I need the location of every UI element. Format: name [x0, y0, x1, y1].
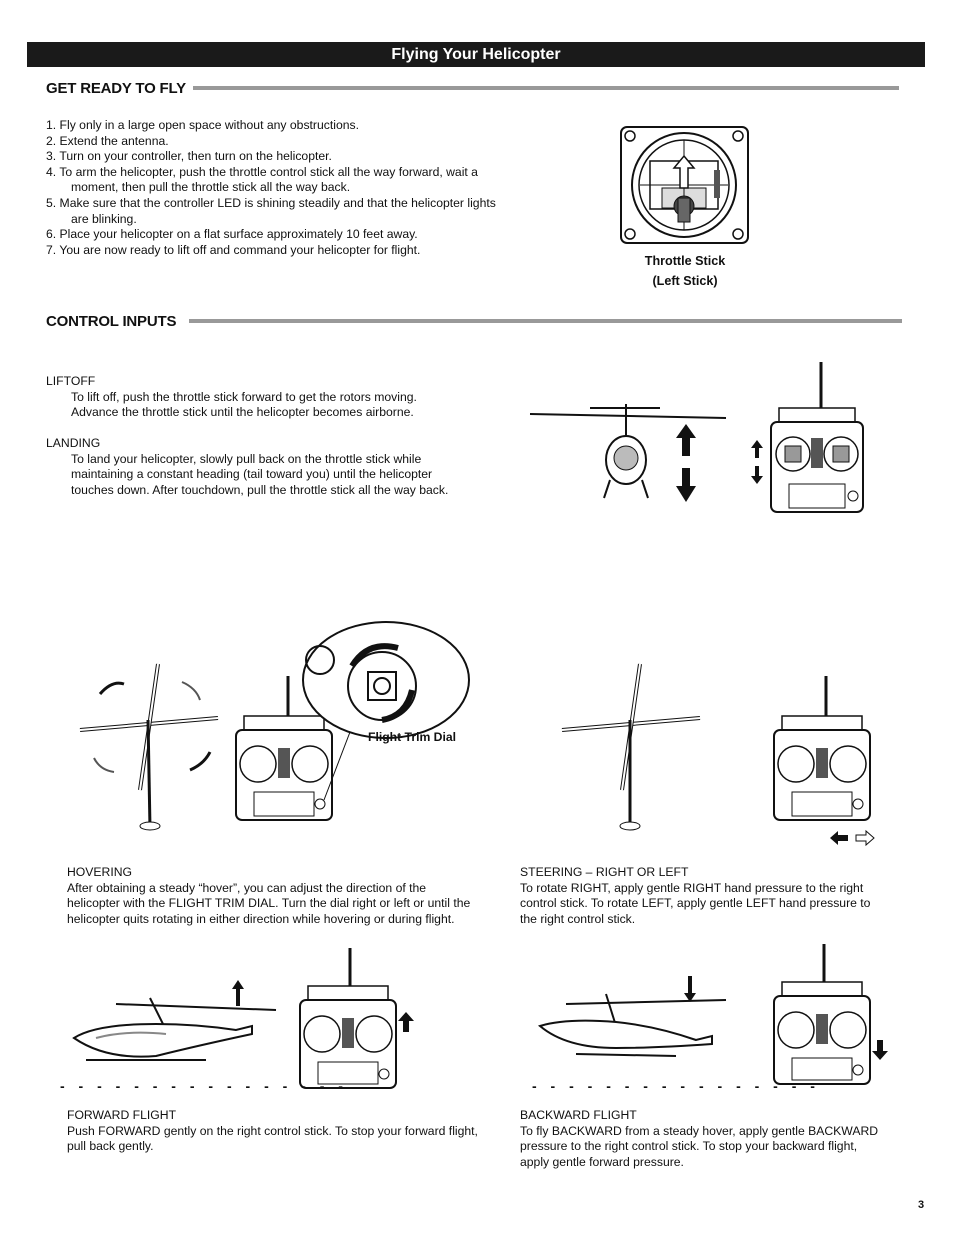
forward-block: FORWARD FLIGHT Push FORWARD gently on th…	[67, 1108, 487, 1155]
controller-illustration	[770, 362, 864, 513]
small-down-arrow-icon	[872, 1040, 888, 1060]
liftoff-block: LIFTOFF To lift off, push the throttle s…	[46, 374, 506, 421]
throttle-caption: Throttle Stick (Left Stick)	[620, 251, 750, 291]
left-right-arrows-icon	[830, 829, 875, 847]
small-up-arrow-icon	[398, 1012, 414, 1032]
helicopter-top-view-hover	[79, 663, 219, 831]
forward-dashed-line: - - - - - - - - - - - - - - - -	[60, 1078, 348, 1094]
step-5: 5. Make sure that the controller LED is …	[46, 195, 496, 226]
ready-steps-list: 1. Fly only in a large open space withou…	[46, 118, 506, 258]
page-banner: Flying Your Helicopter	[27, 42, 925, 67]
heading-rule	[193, 86, 899, 90]
forward-line1: Push FORWARD gently on the right control…	[67, 1123, 478, 1138]
backward-line2: pressure to the right control stick. To …	[520, 1139, 858, 1154]
landing-block: LANDING To land your helicopter, slowly …	[46, 436, 506, 498]
flight-trim-dial-label: Flight Trim Dial	[368, 730, 457, 744]
landing-line1: To land your helicopter, slowly pull bac…	[71, 451, 422, 466]
step-7: 7. You are now ready to lift off and com…	[46, 242, 421, 257]
hovering-title: HOVERING	[67, 865, 133, 879]
hovering-line2: helicopter with the FLIGHT TRIM DIAL. Tu…	[67, 896, 471, 911]
steering-line1: To rotate RIGHT, apply gentle RIGHT hand…	[520, 880, 864, 895]
liftoff-title: LIFTOFF	[46, 374, 96, 388]
steering-line2: control stick. To rotate LEFT, apply gen…	[520, 896, 871, 911]
backward-dashed-line: - - - - - - - - - - - - - - - -	[532, 1078, 820, 1094]
controller-illustration	[773, 944, 871, 1085]
forward-title: FORWARD FLIGHT	[67, 1108, 177, 1122]
helicopter-side-forward	[72, 997, 277, 1061]
helicopter-front-illustration	[529, 404, 727, 499]
backward-title: BACKWARD FLIGHT	[520, 1108, 637, 1122]
step-2: 2. Extend the antenna.	[46, 133, 169, 148]
backward-line3: apply gentle forward pressure.	[520, 1154, 684, 1169]
throttle-caption-line2: (Left Stick)	[652, 274, 718, 288]
step-6: 6. Place your helicopter on a flat surfa…	[46, 227, 418, 242]
step-1: 1. Fly only in a large open space withou…	[46, 118, 359, 132]
get-ready-heading: GET READY TO FLY	[46, 80, 186, 97]
hovering-block: HOVERING After obtaining a steady “hover…	[67, 865, 487, 927]
throttle-caption-line1: Throttle Stick	[644, 254, 726, 268]
forward-line2: pull back gently.	[67, 1139, 154, 1154]
helicopter-side-backward	[537, 993, 727, 1057]
up-down-arrows-icon	[676, 424, 696, 502]
landing-line2: maintaining a constant heading (tail tow…	[71, 467, 433, 482]
control-inputs-heading: CONTROL INPUTS	[46, 313, 177, 330]
controller-illustration	[773, 676, 871, 821]
backward-block: BACKWARD FLIGHT To fly BACKWARD from a s…	[520, 1108, 920, 1170]
small-up-down-arrows-icon	[751, 440, 763, 484]
page-number: 3	[918, 1199, 925, 1211]
steering-line3: the right control stick.	[520, 911, 636, 926]
heading-rule	[189, 319, 902, 323]
up-arrow-icon	[232, 980, 244, 1006]
controller-illustration	[299, 948, 397, 1089]
controller-illustration	[235, 676, 333, 821]
liftoff-line2: Advance the throttle stick until the hel…	[71, 405, 414, 420]
step-4: 4. To arm the helicopter, push the throt…	[46, 164, 478, 195]
hovering-line3: helicopter quits rotating in either dire…	[67, 911, 455, 926]
landing-title: LANDING	[46, 436, 101, 450]
trim-dial-zoom-illustration	[302, 621, 470, 801]
steering-title: STEERING – RIGHT OR LEFT	[520, 865, 689, 879]
steering-block: STEERING – RIGHT OR LEFT To rotate RIGHT…	[520, 865, 920, 927]
landing-line3: touches down. After touchdown, pull the …	[71, 482, 449, 497]
hovering-line1: After obtaining a steady “hover”, you ca…	[67, 880, 427, 895]
throttle-stick-illustration	[620, 126, 749, 244]
liftoff-line1: To lift off, push the throttle stick for…	[71, 389, 417, 404]
helicopter-top-view-steer	[561, 663, 701, 831]
step-3: 3. Turn on your controller, then turn on…	[46, 149, 332, 164]
backward-line1: To fly BACKWARD from a steady hover, app…	[520, 1123, 879, 1138]
down-arrow-icon	[684, 976, 696, 1002]
